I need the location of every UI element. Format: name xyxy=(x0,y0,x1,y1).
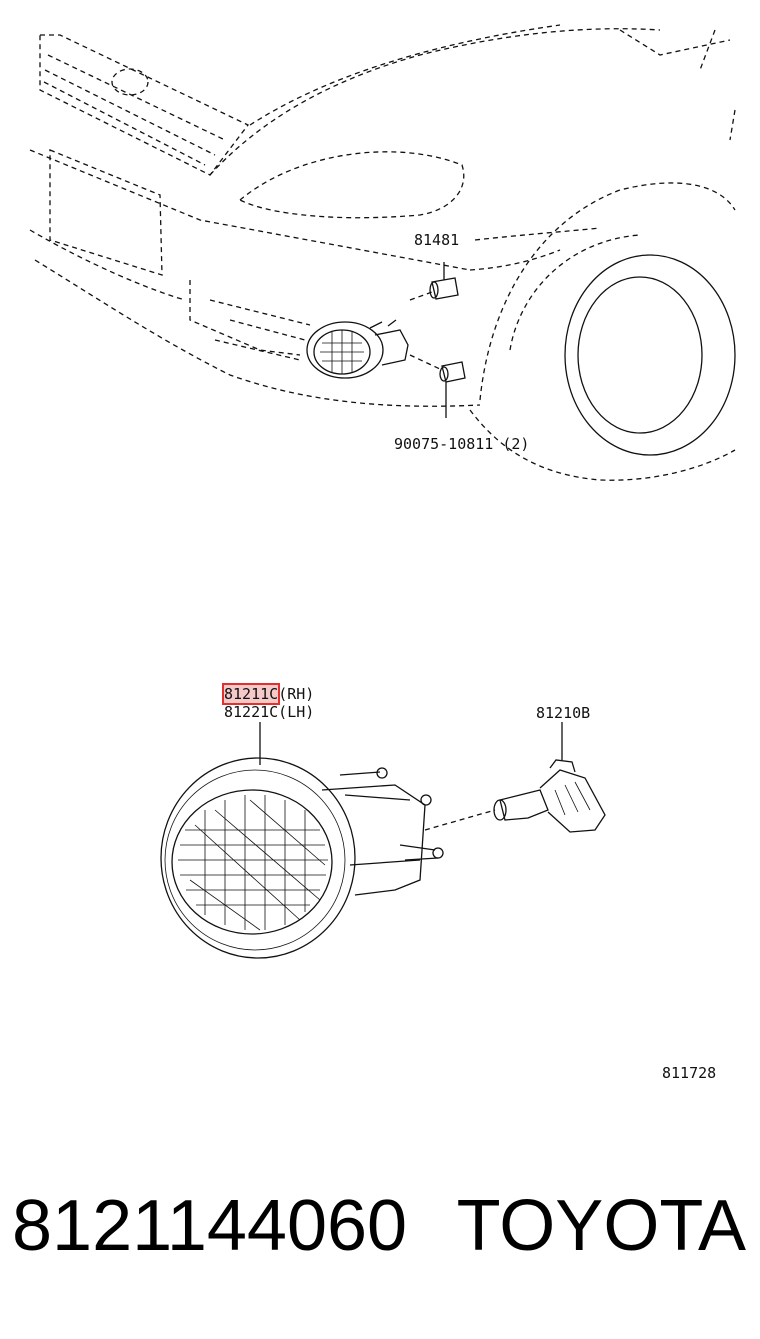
brand-name: TOYOTA xyxy=(456,1186,746,1266)
part-number: 8121144060 xyxy=(12,1186,408,1266)
label-lamp-lh: 81221C(LH) xyxy=(224,703,315,721)
fog-lamp-drawing xyxy=(160,722,606,959)
car-front-drawing xyxy=(29,24,736,481)
label-lamp-rh: 81211C(RH) xyxy=(221,683,315,705)
label-bolt: 90075-10811 (2) xyxy=(394,435,530,453)
label-clip-81481: 81481 xyxy=(414,231,460,249)
highlight-part-code: 81211C xyxy=(221,683,281,705)
label-bulb: 81210B xyxy=(536,704,591,722)
label-rh-side: (RH) xyxy=(278,685,315,703)
figure-id: 811728 xyxy=(662,1064,717,1082)
